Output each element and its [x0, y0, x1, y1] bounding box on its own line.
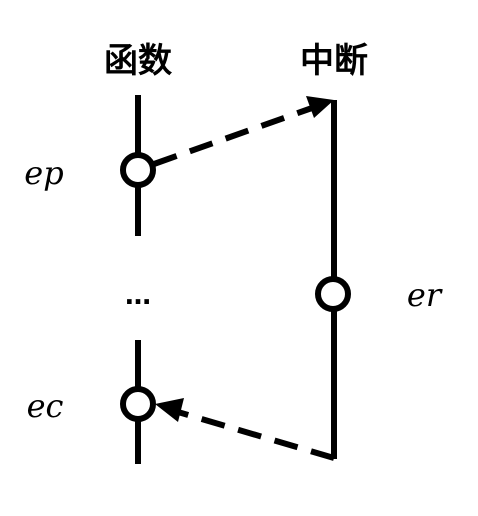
er-event-node [315, 276, 351, 312]
dashed-return-line [177, 409, 335, 461]
timeline-ellipsis: … [125, 281, 151, 311]
arrowhead-to-ec [155, 398, 184, 422]
ec-label: ec [27, 387, 64, 425]
ec-event-node [120, 386, 156, 422]
ep-label: ep [24, 154, 63, 192]
interrupt-column-heading: 中断 [300, 41, 368, 81]
ep-event-node [120, 152, 156, 188]
dashed-arrow-to-interrupt [152, 105, 314, 167]
function-column-heading: 函数 [104, 41, 172, 81]
arrowhead-to-interrupt [306, 96, 334, 118]
er-label: er [407, 276, 443, 314]
